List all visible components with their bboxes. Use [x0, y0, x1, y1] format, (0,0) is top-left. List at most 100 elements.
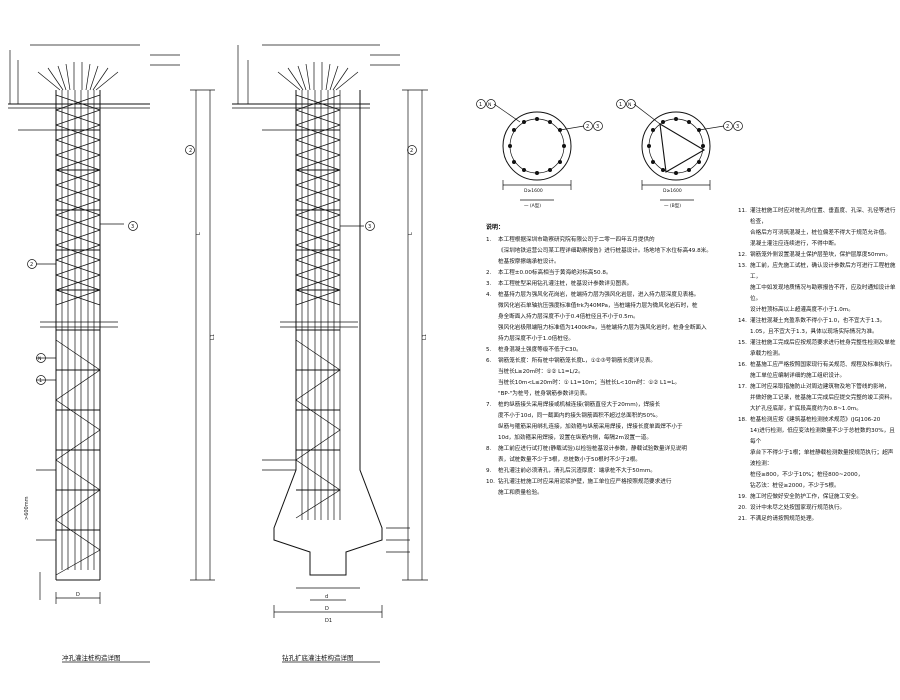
dim-d-b: D — [325, 606, 329, 612]
note-text: 桩的纵筋接头采用焊接或机械连接(钢筋直径大于20mm)，焊接长 — [498, 402, 661, 408]
note-text: 灌注桩施工时应对桩孔的位置、垂直度、孔深、孔径等进行检查， — [750, 208, 896, 225]
tag-1-sb: 1 — [619, 102, 622, 108]
note-row: 20.设计中未尽之处按国家现行规范执行。 — [738, 503, 898, 514]
note-row: 1.本工程根据深圳市勘察研究院有限公司于二零一四年五月提供的 — [486, 235, 726, 246]
note-row: 大扩孔径底部，扩底段高度约为0.8~1.0m。 — [738, 404, 898, 415]
note-row: 16.桩基施工应严格按照国家现行有关规范、规程及标准执行。 — [738, 360, 898, 371]
note-row: 《深圳地铁运营公司某工程详细勘察报告》进行桩基设计。场地地下水位标高49.8米。 — [486, 246, 726, 257]
note-number: 2. — [486, 270, 492, 276]
note-text: 设计桩顶标高以上超灌高度不小于1.0m。 — [750, 307, 854, 313]
section-b-tag: 一 (B型) — [664, 202, 681, 209]
section-a-dim: D≥1600 — [524, 188, 543, 194]
note-number: 19. — [738, 494, 747, 500]
note-row: 15.灌注桩施工完成后应按规范要求进行桩身完整性检测及单桩承载力检测。 — [738, 338, 898, 360]
note-text: 本工程±0.00标高相当于黄海绝对标高50.8。 — [498, 270, 612, 276]
note-number: 8. — [486, 446, 492, 452]
len-l-b: L — [408, 232, 414, 235]
note-row: 6.钢筋笼长度：所有桩中钢筋笼长度L，①②③号钢筋长度详见表。 — [486, 356, 726, 367]
design-notes-left: 说明： 1.本工程根据深圳市勘察研究院有限公司于二零一四年五月提供的《深圳地铁运… — [486, 222, 726, 499]
note-row: 19.施工时应做好安全防护工作，保证施工安全。 — [738, 492, 898, 503]
note-row: 合格后方可浇筑混凝土，桩位偏差不得大于规范允许值。 — [738, 228, 898, 239]
tag-2-a: 2 — [189, 148, 192, 154]
section-a-tag: 一 (A型) — [524, 202, 541, 209]
note-row: 14.灌注桩混凝土充盈系数不得小于1.0，也不宜大于1.3。 — [738, 316, 898, 327]
note-text: 桩基检测应按《建筑基桩检测技术规范》(JGJ106-20 — [750, 417, 881, 423]
note-row: 混凝土灌注应连续进行，不得中断。 — [738, 239, 898, 250]
note-number: 6. — [486, 358, 492, 364]
note-text: 设计中未尽之处按国家现行规范执行。 — [750, 505, 846, 511]
note-row: 桩基按摩擦端承桩设计。 — [486, 257, 726, 268]
tag-n-sa: N — [488, 102, 491, 108]
dim-d-small-b: d — [325, 594, 328, 600]
note-row: 4.桩基持力层为强风化花岗岩，桩端持力层为强风化岩层，进入持力层深度见表格。 — [486, 290, 726, 301]
note-text: "BP-"为桩号，桩身钢筋参数详见表。 — [498, 391, 591, 397]
note-text: 当桩长L≥20m时：①② L1=L/2。 — [498, 369, 584, 375]
tag-n-a: N — [38, 356, 41, 362]
note-row: 钻芯法：桩径≥2000，不少于5根。 — [738, 481, 898, 492]
note-text: 施工中如发现地质情况与勘察报告不符，应及时通知设计单位。 — [750, 285, 896, 302]
note-row: 施工和质量检验。 — [486, 488, 726, 499]
note-row: 21.不满足的请按照规范处理。 — [738, 514, 898, 525]
note-row: 表，试桩数量不少于3根，总桩数小于50根时不少于2根。 — [486, 455, 726, 466]
note-row: 桩径≥800，不少于10%；桩径800~2000， — [738, 470, 898, 481]
note-text: 桩径≥800，不少于10%；桩径800~2000， — [750, 472, 864, 478]
note-row: 纵筋与箍筋采用绑扎连接，加劲箍与纵筋采用焊接，焊接长度单面焊不小于 — [486, 422, 726, 433]
note-number: 14. — [738, 318, 747, 324]
tag-3-a: 3 — [131, 224, 134, 230]
note-number: 20. — [738, 505, 747, 511]
pile-b-caption: 钻孔扩底灌注桩构造详图 — [282, 653, 354, 662]
note-row: 1.05，且不宜大于1.3，具体以现场实际情况为准。 — [738, 327, 898, 338]
note-row: "BP-"为桩号，桩身钢筋参数详见表。 — [486, 389, 726, 400]
note-text: 施工时应做好安全防护工作，保证施工安全。 — [750, 494, 862, 500]
note-text: 灌注桩混凝土充盈系数不得小于1.0，也不宜大于1.3。 — [750, 318, 886, 324]
dim-d-a: D — [76, 592, 80, 598]
note-row: 身全断面入持力层深度不小于0.4倍桩径且不小于0.5m。 — [486, 312, 726, 323]
note-text: 大扩孔径底部，扩底段高度约为0.8~1.0m。 — [750, 406, 862, 412]
note-text: 钢筋笼外侧设置混凝土保护层垫块，保护层厚度50mm。 — [750, 252, 892, 258]
note-number: 1. — [486, 237, 492, 243]
note-text: 度不小于10d，同一截面内的接头钢筋面积不超过总面积的50%。 — [498, 413, 661, 419]
note-row: 10d，加劲箍采用焊接，设置在纵筋内侧，每隔2m设置一道。 — [486, 433, 726, 444]
tag-1-a: 1 — [39, 378, 42, 384]
note-text: 并做好施工记录，桩基施工完成后应提交完整的竣工资料。 — [750, 395, 896, 401]
tag-2-sa: 2 — [586, 124, 589, 130]
section-b — [633, 103, 725, 201]
drawing-labels: 2 3 2 N 1 2 3 1 N 2 3 1 N 2 3 D d D D1 >… — [24, 102, 739, 662]
note-text: 施工时应采取措施防止对周边建筑物及地下管线的影响， — [750, 384, 890, 390]
note-text: 混凝土灌注应连续进行，不得中断。 — [750, 241, 840, 247]
pile-b-hoops — [295, 94, 341, 519]
note-text: 表，试桩数量不少于3根，总桩数小于50根时不少于2根。 — [498, 457, 641, 463]
note-number: 7. — [486, 402, 492, 408]
note-row: 微风化岩石单轴抗压强度标准值frk为40MPa，当桩端持力层为微风化岩石时，桩 — [486, 301, 726, 312]
note-row: 设计桩顶标高以上超灌高度不小于1.0m。 — [738, 305, 898, 316]
note-row: 10.钻孔灌注桩施工时应采用泥浆护壁，施工单位应严格按照规范要求进行 — [486, 477, 726, 488]
note-row: 2. 本工程±0.00标高相当于黄海绝对标高50.8。 — [486, 268, 726, 279]
tag-1-sa: 1 — [479, 102, 482, 108]
note-text: 施工前应进行试打桩(静载试验)以检验桩基设计参数，静载试验数量详见说明 — [498, 446, 687, 452]
note-text: 桩基持力层为强风化花岗岩，桩端持力层为强风化岩层，进入持力层深度见表格。 — [498, 292, 700, 298]
dim-d1-b: D1 — [325, 618, 332, 624]
note-row: 12.钢筋笼外侧设置混凝土保护层垫块，保护层厚度50mm。 — [738, 250, 898, 261]
note-text: 灌注桩施工完成后应按规范要求进行桩身完整性检测及单桩承载力检测。 — [750, 340, 896, 357]
note-row: 当桩长L≥20m时：①② L1=L/2。 — [486, 367, 726, 378]
note-text: 《深圳地铁运营公司某工程详细勘察报告》进行桩基设计。场地地下水位标高49.8米。 — [498, 248, 712, 254]
note-number: 12. — [738, 252, 747, 258]
note-row: 11.灌注桩施工时应对桩孔的位置、垂直度、孔深、孔径等进行检查， — [738, 206, 898, 228]
note-row: 3.本工程桩型采用钻孔灌注桩，桩基设计参数详见图表。 — [486, 279, 726, 290]
note-text: 1.05，且不宜大于1.3，具体以现场实际情况为准。 — [750, 329, 878, 335]
note-text: 纵筋与箍筋采用绑扎连接，加劲箍与纵筋采用焊接，焊接长度单面焊不小于 — [498, 424, 683, 430]
notes-title: 说明： — [486, 224, 505, 231]
note-row: 持力层深度不小于1.0倍桩径。 — [486, 334, 726, 345]
note-number: 9. — [486, 468, 492, 474]
note-number: 5. — [486, 347, 492, 353]
note-number: 21. — [738, 516, 747, 522]
note-row: 当桩长10m<L≤20m时：① L1=10m；当桩长L<10m时：①② L1=L… — [486, 378, 726, 389]
tag-2-b: 2 — [410, 148, 413, 154]
note-text: 桩基按摩擦端承桩设计。 — [498, 259, 560, 265]
note-number: 10. — [486, 479, 495, 485]
note-number: 11. — [738, 208, 747, 214]
len-l1-b: L1 — [422, 334, 428, 340]
note-text: 施工单位应编制详细的施工组织设计。 — [750, 373, 846, 379]
len-l1-a: L1 — [210, 334, 216, 340]
